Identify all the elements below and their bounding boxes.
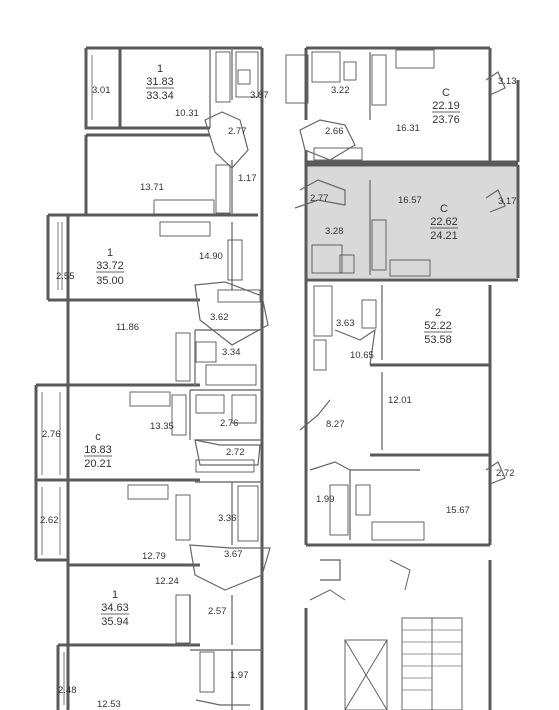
room-area: 14.90 xyxy=(199,251,223,262)
fixtures-left xyxy=(127,51,309,693)
living-area-label: 22.62 xyxy=(430,216,458,228)
right-block-walls xyxy=(306,46,520,545)
room-area: 2.66 xyxy=(325,126,344,137)
room-area: 3.62 xyxy=(210,312,229,323)
room-area: 2.48 xyxy=(58,685,77,696)
window-marks-left xyxy=(41,55,93,705)
rooms-label: 1 xyxy=(107,247,113,259)
room-area: 16.31 xyxy=(396,123,420,134)
rooms-label: 1 xyxy=(157,63,163,75)
room-area: 3.87 xyxy=(250,90,269,101)
room-area: 13.35 xyxy=(150,421,174,432)
room-area: 2.77 xyxy=(310,193,329,204)
apartment-label-u6[interactable]: С 22.62 24.21 xyxy=(430,203,458,242)
room-area: 2.72 xyxy=(226,447,245,458)
room-area: 2.55 xyxy=(56,271,75,282)
room-area: 16.57 xyxy=(398,195,422,206)
rooms-label: С xyxy=(440,203,448,215)
living-area-label: 31.83 xyxy=(146,76,174,88)
room-area: 10.65 xyxy=(350,350,374,361)
doors-right xyxy=(294,71,506,485)
room-area-labels: 3.01 10.31 3.87 2.77 13.71 1.17 14.90 2.… xyxy=(40,76,517,710)
room-area: 10.31 xyxy=(175,108,199,119)
room-area: 3.63 xyxy=(336,318,355,329)
total-area-label: 33.34 xyxy=(146,90,174,102)
room-area: 2.77 xyxy=(228,126,247,137)
left-block-walls xyxy=(34,46,264,710)
apartment-label-u5[interactable]: С 22.19 23.76 xyxy=(432,87,460,126)
living-area-label: 52.22 xyxy=(424,320,452,332)
total-area-label: 20.21 xyxy=(84,458,112,470)
room-area: 2.57 xyxy=(208,606,227,617)
doors-left xyxy=(189,111,271,706)
room-area: 3.22 xyxy=(331,85,350,96)
fixtures-right xyxy=(311,49,435,541)
room-area: 2.76 xyxy=(220,418,239,429)
corridor-walls xyxy=(304,48,490,710)
apartment-highlight xyxy=(306,165,518,278)
total-area-label: 53.58 xyxy=(424,334,452,346)
room-area: 3.67 xyxy=(224,549,243,560)
room-area: 12.01 xyxy=(388,395,412,406)
room-area: 13.71 xyxy=(140,182,164,193)
room-area: 3.01 xyxy=(92,85,111,96)
apartment-label-u3[interactable]: с 18.83 20.21 xyxy=(84,431,112,470)
apartment-label-u7[interactable]: 2 52.22 53.58 xyxy=(424,307,452,346)
room-area: 2.76 xyxy=(42,429,61,440)
room-area: 3.28 xyxy=(325,226,344,237)
room-area: 1.99 xyxy=(316,494,335,505)
room-area: 3.17 xyxy=(498,196,517,207)
apartment-label-u4[interactable]: 1 34.63 35.94 xyxy=(101,589,129,628)
total-area-label: 24.21 xyxy=(430,230,458,242)
apartment-label-u2[interactable]: 1 33.72 35.00 xyxy=(96,247,124,287)
room-area: 1.17 xyxy=(238,173,257,184)
living-area-label: 33.72 xyxy=(96,260,124,272)
room-area: 3.34 xyxy=(222,347,241,358)
room-area: 11.86 xyxy=(116,322,139,333)
room-area: 3.36 xyxy=(218,513,237,524)
rooms-label: С xyxy=(442,87,450,99)
living-area-label: 22.19 xyxy=(432,100,460,112)
room-area: 8.27 xyxy=(326,419,345,430)
living-area-label: 18.83 xyxy=(84,444,112,456)
living-area-label: 34.63 xyxy=(101,602,129,614)
room-area: 2.72 xyxy=(496,468,515,479)
room-area: 3.13 xyxy=(498,76,517,87)
total-area-label: 35.94 xyxy=(101,616,129,628)
room-area: 12.79 xyxy=(142,551,166,562)
apartment-label-u1[interactable]: 1 31.83 33.34 xyxy=(146,63,174,102)
rooms-label: 1 xyxy=(112,589,118,601)
total-area-label: 35.00 xyxy=(96,275,124,287)
stair-core xyxy=(309,559,492,710)
room-area: 2.62 xyxy=(40,515,59,526)
total-area-label: 23.76 xyxy=(432,114,460,126)
rooms-label: с xyxy=(95,431,101,443)
room-area: 12.53 xyxy=(97,699,121,710)
rooms-label: 2 xyxy=(435,307,441,319)
room-area: 1.97 xyxy=(230,670,249,681)
room-area: 12.24 xyxy=(155,576,179,587)
room-area: 15.67 xyxy=(446,505,470,516)
